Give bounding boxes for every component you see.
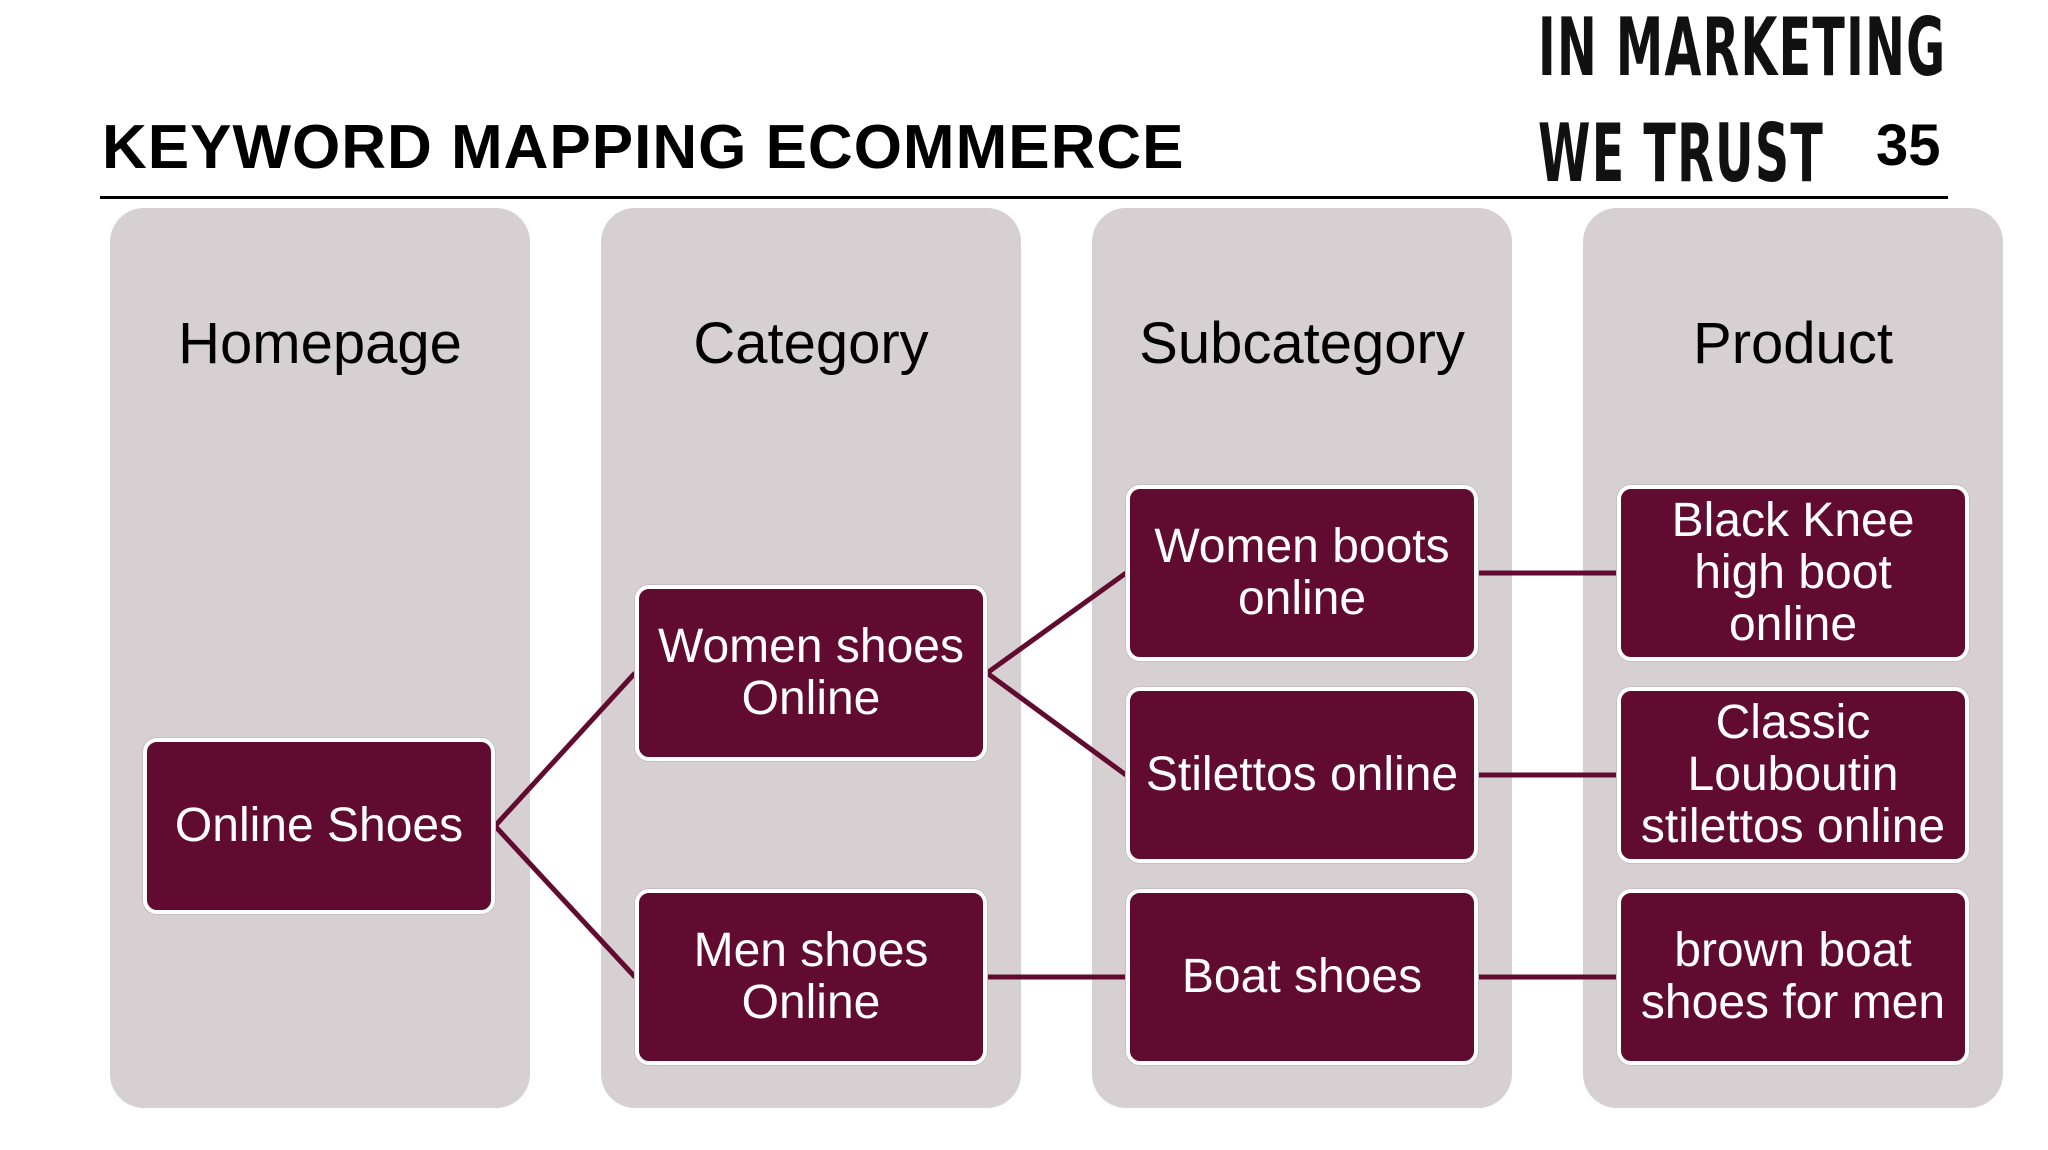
page-number: 35 — [1876, 113, 1941, 178]
column-header-homepage: Homepage — [178, 311, 462, 376]
node-men-shoes-online: Men shoes Online — [635, 889, 987, 1065]
node-black-knee-high-boot-online: Black Knee high boot online — [1617, 485, 1969, 661]
brand-line-1: IN MARKETING — [1538, 1, 1947, 94]
node-stilettos-online: Stilettos online — [1126, 687, 1478, 863]
node-brown-boat-shoes-for-men: brown boat shoes for men — [1617, 889, 1969, 1065]
column-header-product: Product — [1693, 311, 1893, 376]
column-header-category: Category — [693, 311, 929, 376]
column-header-subcategory: Subcategory — [1139, 311, 1465, 376]
node-classic-louboutin-stilettos-online: Classic Louboutin stilettos online — [1617, 687, 1969, 863]
slide-title: KEYWORD MAPPING ECOMMERCE — [102, 113, 1185, 182]
node-women-shoes-online: Women shoes Online — [635, 585, 987, 761]
node-boat-shoes: Boat shoes — [1126, 889, 1478, 1065]
column-homepage: Homepage — [110, 208, 530, 1108]
title-divider — [100, 196, 1948, 199]
node-women-boots-online: Women boots online — [1126, 485, 1478, 661]
node-online-shoes: Online Shoes — [143, 738, 495, 914]
brand-line-2: WE TRUST — [1538, 107, 1825, 200]
